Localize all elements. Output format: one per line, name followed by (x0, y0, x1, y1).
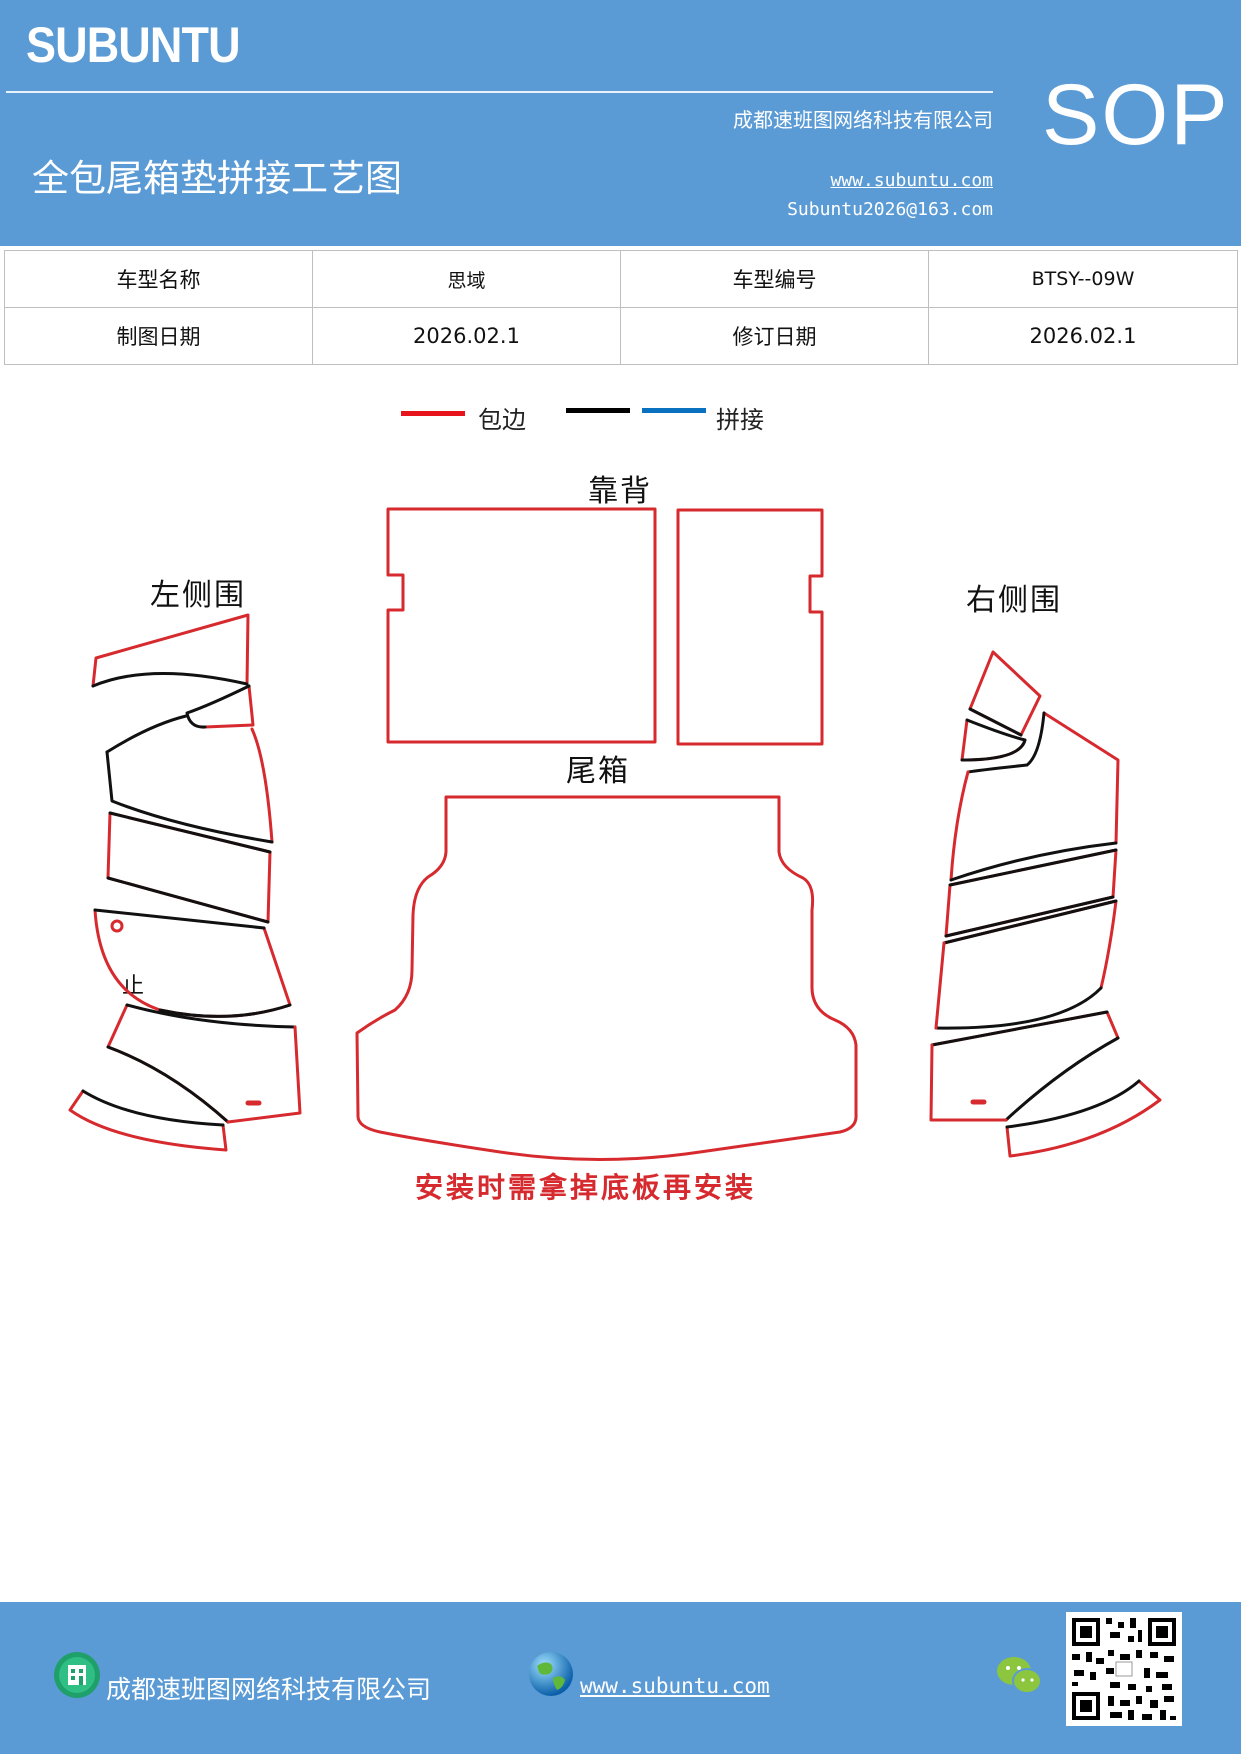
legend-swatch-black (566, 408, 630, 413)
revise-date-value: 2026.02.1 (928, 307, 1238, 365)
model-code-label: 车型编号 (620, 250, 929, 308)
label-trunk: 尾箱 (566, 754, 630, 789)
install-note: 安装时需拿掉底板再安装 (415, 1171, 757, 1204)
model-code-value: BTSY--09W (928, 250, 1238, 308)
sop-badge: SOP (1042, 67, 1230, 163)
document-title: 全包尾箱垫拼接工艺图 (32, 157, 402, 200)
left-side-pieces (68, 613, 302, 1152)
backrest-left-panel (386, 507, 657, 744)
brand-logo: SUBUNTU (26, 17, 241, 73)
legend-label-edge: 包边 (478, 406, 526, 434)
label-small-mark: 止 (122, 974, 147, 999)
table-row: 车型名称 思域 车型编号 BTSY--09W (4, 250, 1238, 308)
header-banner: SUBUNTU 成都速班图网络科技有限公司 全包尾箱垫拼接工艺图 www.sub… (0, 0, 1241, 246)
label-right-side: 右侧围 (966, 583, 1062, 618)
draw-date-value: 2026.02.1 (312, 307, 621, 365)
footer-website-link[interactable]: www.subuntu.com (580, 1674, 770, 1698)
model-name-label: 车型名称 (4, 250, 313, 308)
trunk-floor-panel (355, 795, 858, 1161)
legend-swatch-seam (642, 408, 706, 413)
legend: 包边 拼接 (0, 400, 1241, 440)
label-backrest: 靠背 (588, 474, 652, 509)
right-side-pieces (929, 650, 1162, 1158)
contact-email: Subuntu2026@163.com (787, 199, 993, 220)
qr-code (1066, 1612, 1182, 1726)
footer-banner: 成都速班图网络科技有限公司 www.subuntu.com (0, 1602, 1241, 1754)
company-name: 成都速班图网络科技有限公司 (733, 108, 993, 132)
legend-swatch-edge (401, 411, 465, 416)
backrest-right-panel (676, 508, 824, 746)
footer-company: 成都速班图网络科技有限公司 (106, 1675, 432, 1704)
globe-icon (529, 1652, 573, 1696)
model-name-value: 思域 (312, 250, 621, 308)
label-left-side: 左侧围 (150, 578, 246, 613)
table-row: 制图日期 2026.02.1 修订日期 2026.02.1 (4, 307, 1238, 365)
draw-date-label: 制图日期 (4, 307, 313, 365)
legend-label-seam: 拼接 (716, 406, 764, 434)
info-table: 车型名称 思域 车型编号 BTSY--09W 制图日期 2026.02.1 修订… (4, 250, 1238, 365)
wechat-icon[interactable] (995, 1654, 1043, 1698)
revise-date-label: 修订日期 (620, 307, 929, 365)
building-icon (54, 1652, 100, 1698)
header-divider (6, 91, 993, 93)
website-link[interactable]: www.subuntu.com (830, 170, 993, 191)
